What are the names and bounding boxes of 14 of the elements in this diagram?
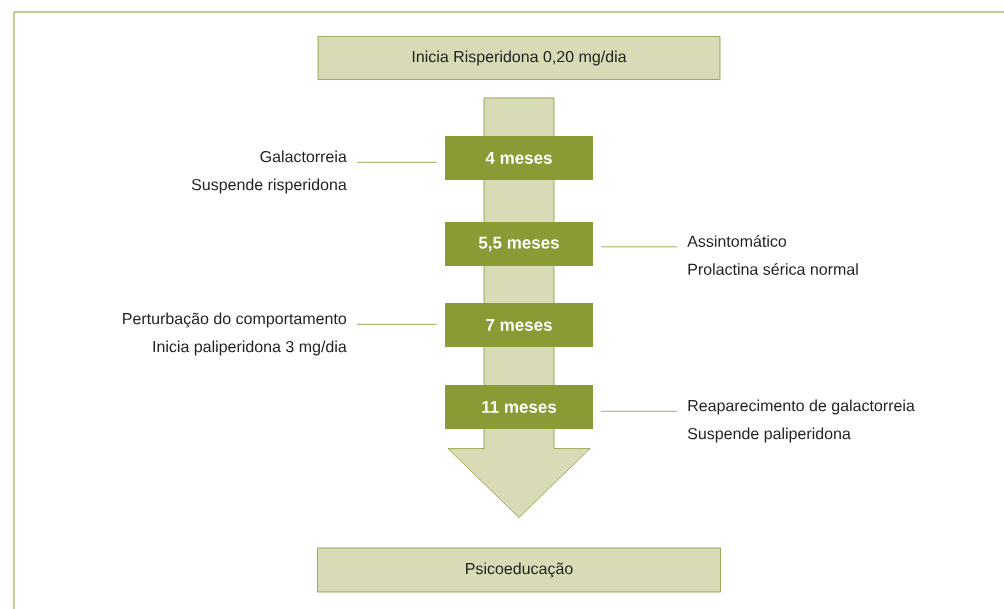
annotation-text: Reaparecimento de galactorreia Suspende paliperidona bbox=[687, 399, 915, 443]
connector-line bbox=[600, 410, 678, 412]
time-box: 5,5 meses bbox=[445, 222, 593, 266]
process-box: Psicoeducação bbox=[317, 547, 721, 593]
annotation-text: Galactorreia Suspende risperidona bbox=[191, 150, 347, 194]
annotation-text: Perturbação do comportamento Inicia paliperidona 3 mg/dia bbox=[123, 312, 347, 356]
connector-line bbox=[356, 161, 438, 163]
connector-line bbox=[600, 246, 678, 248]
time-box: 7 meses bbox=[445, 303, 593, 347]
process-box: Inicia Risperidona 0,20 mg/dia bbox=[317, 36, 721, 80]
connector-line bbox=[356, 323, 438, 325]
time-box: 11 meses bbox=[445, 385, 593, 429]
time-box: 4 meses bbox=[445, 136, 593, 180]
annotation-text: Assintomático Prolactina sérica normal bbox=[687, 235, 858, 275]
